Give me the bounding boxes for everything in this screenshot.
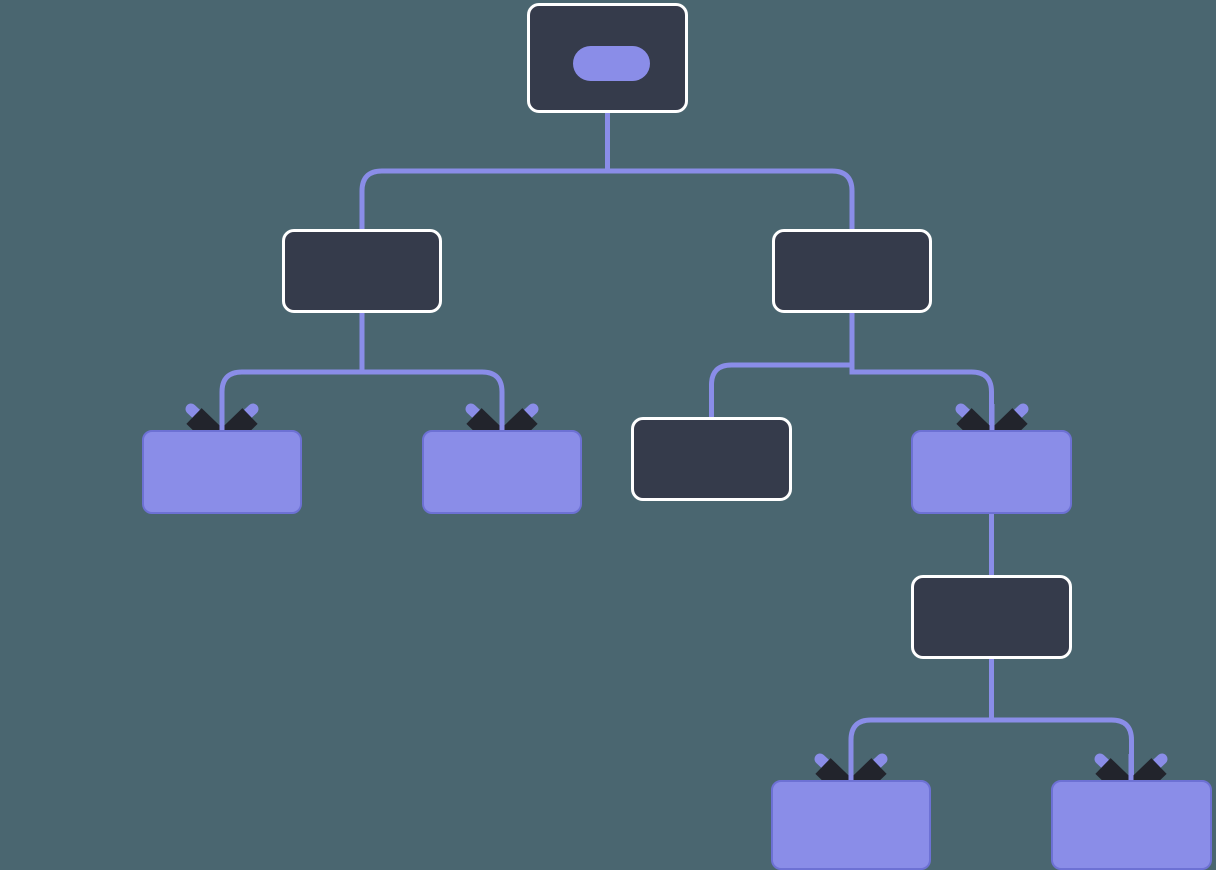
tree-node-n4[interactable] [422,430,582,514]
tree-node-n2[interactable] [772,229,932,313]
edge-n2-to-n6 [849,313,994,430]
edge-n7-to-n9 [989,659,1134,780]
edge-n0-to-n2 [605,113,855,229]
edge-n1-to-n3 [219,313,365,430]
tree-node-n0[interactable] [527,3,688,113]
edge-n2-to-n5 [709,313,855,417]
edge-n1-to-n4 [359,313,505,430]
tree-node-n3[interactable] [142,430,302,514]
tree-node-n7[interactable] [911,575,1072,659]
edge-n0-to-n1 [359,113,610,229]
tree-node-n9[interactable] [1051,780,1212,870]
tree-node-n5[interactable] [631,417,792,501]
collapsed-children-pill[interactable] [573,46,650,81]
edge-n7-to-n8 [848,659,994,780]
tree-node-n8[interactable] [771,780,931,870]
tree-node-n6[interactable] [911,430,1072,514]
tree-node-n1[interactable] [282,229,442,313]
